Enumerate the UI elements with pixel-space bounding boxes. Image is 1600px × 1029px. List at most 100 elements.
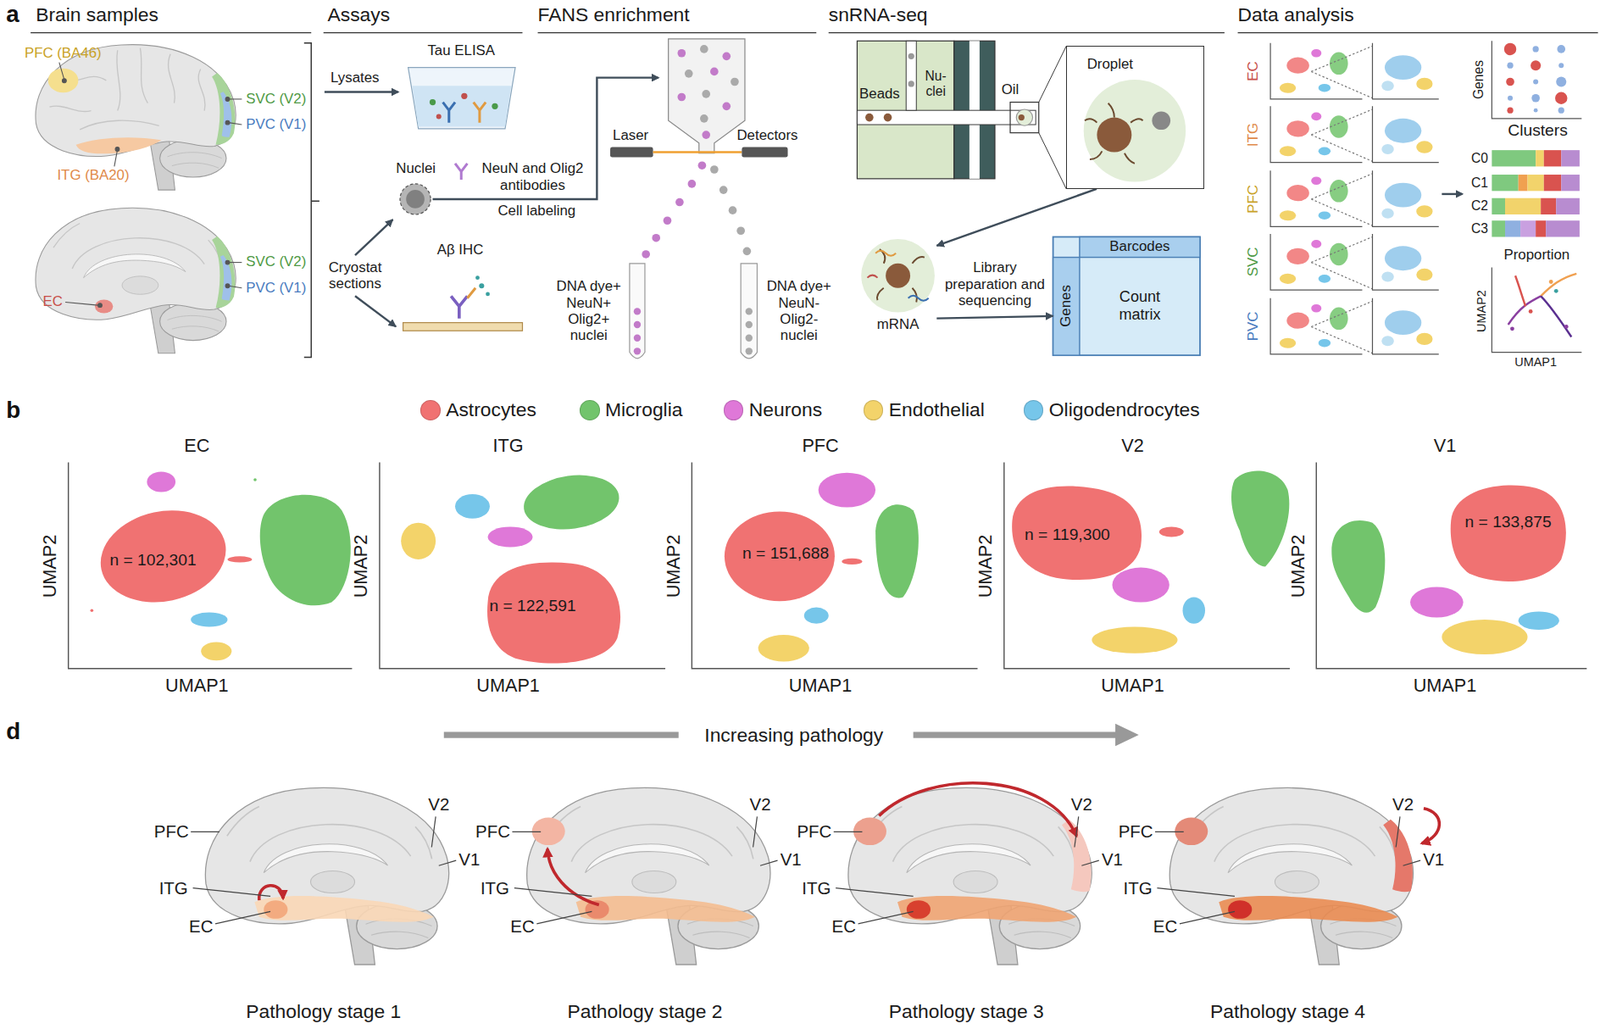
region-label: V2 xyxy=(1392,794,1414,815)
leader-line xyxy=(225,260,230,265)
umap-plot: ECn = 102,301UMAP1UMAP2 xyxy=(33,433,375,700)
node-text: UMAP1 xyxy=(788,675,853,697)
legend-swatch xyxy=(723,400,745,421)
umap-cluster xyxy=(400,522,436,560)
microfluidic-chip xyxy=(856,40,954,179)
flow-connector xyxy=(936,188,1097,246)
leader-line xyxy=(59,62,243,308)
node-text: UMAP2 xyxy=(39,534,62,599)
leader-line xyxy=(228,122,243,125)
edge-label: Library preparation and sequencing xyxy=(939,259,1050,309)
stage-brain xyxy=(1218,895,1398,923)
proportion-bars xyxy=(1535,150,1545,167)
microfluidic-chip xyxy=(865,113,874,123)
region-label: V2 xyxy=(1071,794,1093,815)
region-label: EC xyxy=(510,916,534,938)
antibody-icon xyxy=(455,163,467,180)
sorter-column xyxy=(698,161,707,170)
stage-brain xyxy=(853,817,887,846)
mrna-art xyxy=(861,238,935,313)
flow-arrow xyxy=(433,77,659,200)
node-text: UMAP1 xyxy=(165,675,229,697)
legend-text: Astrocytes xyxy=(445,398,537,421)
collection-tube xyxy=(745,321,753,328)
pathology-stage: Pathology stage 1 xyxy=(153,755,465,1027)
trajectory-plot xyxy=(1549,279,1554,284)
panel-letter: d xyxy=(5,717,21,745)
leader-line xyxy=(225,120,230,125)
region-label: PFC xyxy=(154,822,189,843)
sorter-column xyxy=(684,69,694,78)
pathology-stage: Pathology stage 3 xyxy=(795,755,1107,1027)
umap-cluster xyxy=(90,608,95,612)
ihc-slide-art xyxy=(466,288,476,299)
umap-cluster xyxy=(92,499,235,614)
trajectory-plot xyxy=(1540,273,1577,296)
leader-lines xyxy=(1155,816,1421,923)
region-label: SVC (V2) xyxy=(245,90,306,107)
umap-cluster xyxy=(724,511,835,601)
stage-brain xyxy=(205,787,449,965)
stage-brain xyxy=(906,900,931,919)
mini-umap-rows xyxy=(1270,170,1439,227)
proportion-bars xyxy=(1491,198,1506,215)
region-label: PFC xyxy=(796,822,832,843)
umap-cluster xyxy=(804,607,829,624)
flow-connector xyxy=(355,295,396,327)
leader-line xyxy=(115,147,120,152)
section-heading: FANS enrichment xyxy=(538,3,690,26)
mini-umap-rows xyxy=(1270,233,1439,290)
dot-plot xyxy=(1555,76,1567,87)
stage-brain xyxy=(1169,787,1413,965)
sample-bracket xyxy=(304,43,320,358)
stage-brain xyxy=(1169,787,1439,965)
region-label: SVC (V2) xyxy=(245,254,306,271)
sorter-column xyxy=(736,226,745,235)
region-row-label: SVC xyxy=(1244,247,1262,278)
legend-swatch xyxy=(579,400,600,421)
legend-text: Oligodendrocytes xyxy=(1049,398,1200,421)
proportion-bars xyxy=(1540,198,1556,215)
section-heading: snRNA-seq xyxy=(828,3,928,26)
pathology-stage: Pathology stage 4 xyxy=(1116,755,1428,1027)
sorter-column xyxy=(701,130,711,139)
sorter-column xyxy=(610,38,789,259)
sorter-column xyxy=(710,67,719,77)
microfluidic-chip xyxy=(954,40,995,179)
umap-cluster xyxy=(1331,520,1385,613)
trajectory-plot xyxy=(1528,309,1534,314)
proportion-bars xyxy=(1561,150,1580,167)
region-label: PVC (V1) xyxy=(245,279,306,296)
collection-tube xyxy=(745,307,753,315)
region-label: V1 xyxy=(780,849,802,870)
microfluidic-chip xyxy=(969,40,980,179)
elisa-plate: Tau ELISA xyxy=(408,40,516,132)
sorter-column xyxy=(700,114,709,123)
mrna-art xyxy=(885,263,911,289)
node-text: UMAP2 xyxy=(1287,534,1309,599)
sorter-column xyxy=(651,233,661,243)
node-text: UMAP1 xyxy=(476,675,540,697)
ihc-slide-art xyxy=(450,295,467,318)
sorter-column xyxy=(743,247,752,256)
microfluidic-chip xyxy=(1016,109,1033,126)
collection-tube xyxy=(629,263,645,359)
umap-cluster xyxy=(90,469,1567,664)
node-text: Pathology stage 2 xyxy=(566,1000,723,1023)
step-label: NeuN and Olig2 antibodies xyxy=(475,160,590,194)
flow-connector xyxy=(936,316,1053,319)
umap-cluster xyxy=(1183,597,1206,624)
dot-plot xyxy=(1506,107,1513,114)
node-text: mRNA xyxy=(877,316,920,333)
node-text: Barcodes xyxy=(1109,238,1170,256)
umap-axis xyxy=(68,462,1588,669)
trend-arrow xyxy=(1115,723,1139,746)
leader-lines xyxy=(190,816,1421,923)
connector-group xyxy=(355,188,1097,327)
stage-brain xyxy=(259,885,284,900)
umap-cluster xyxy=(200,642,232,662)
ihc-slide-art xyxy=(403,322,523,332)
microfluidic-chip xyxy=(1018,114,1025,121)
trend-arrow xyxy=(444,723,1139,746)
cluster-label: C2 xyxy=(1471,198,1489,214)
